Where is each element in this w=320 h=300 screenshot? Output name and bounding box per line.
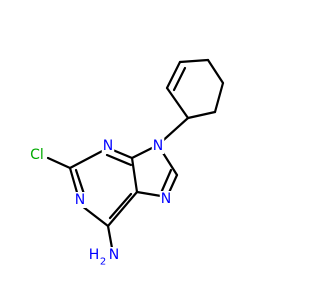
nitrogen-atom-label-n7: N xyxy=(161,191,171,207)
bond-ring-c4-c5 xyxy=(206,58,225,85)
amine-nitrogen-label: N xyxy=(109,247,119,263)
bond-ring-c2-c3 xyxy=(165,60,182,90)
atom-label-background xyxy=(107,247,121,263)
atom-label-background xyxy=(151,138,165,154)
bond-c4-n3-double xyxy=(105,153,133,167)
bond-ring-c2-c3-double xyxy=(172,66,187,92)
chlorine-atom-label: Cl xyxy=(30,147,44,163)
amine-hydrogen-label: H xyxy=(89,247,100,263)
nitrogen-atom-label-n1: N xyxy=(75,192,85,208)
nitrogen-atom-label-n9: N xyxy=(153,138,163,154)
amine-hydrogen-subscript: 2 xyxy=(100,257,106,268)
bond-c6-c5-double xyxy=(108,192,133,220)
atom-label-background xyxy=(159,191,173,207)
bond-ring-c1-c2 xyxy=(165,86,190,120)
atom-label-background xyxy=(98,256,108,268)
atom-label-background xyxy=(73,192,87,208)
atom-label-background xyxy=(101,138,115,154)
bond-n1-c6 xyxy=(80,204,110,228)
bonds xyxy=(46,58,225,250)
bond-c2-n1-double xyxy=(74,168,86,196)
molecule-structure: Cl N N N N H 2 N xyxy=(29,58,225,268)
nitrogen-atom-label-n3: N xyxy=(103,138,113,154)
bond-ring-c6-c1 xyxy=(186,110,217,120)
bond-c5-c4 xyxy=(130,156,139,194)
bond-c2-cl xyxy=(46,156,72,170)
atom-label-background xyxy=(29,147,45,163)
atom-labels: Cl N N N N H 2 N xyxy=(29,138,173,268)
bond-c6-nh2 xyxy=(106,224,114,250)
atom-label-background xyxy=(87,247,101,263)
amine-group-label: H 2 N xyxy=(87,247,121,268)
bond-n3-c2 xyxy=(68,146,110,170)
molecule-diagram: Cl N N N N H 2 N xyxy=(29,58,225,268)
bond-c2-n1 xyxy=(68,166,80,198)
bond-ring-c5-c6 xyxy=(213,81,225,114)
bond-ring-c3-c4 xyxy=(178,58,210,64)
bond-c6-c5 xyxy=(106,190,139,228)
bond-c8-n7-double xyxy=(159,168,173,195)
